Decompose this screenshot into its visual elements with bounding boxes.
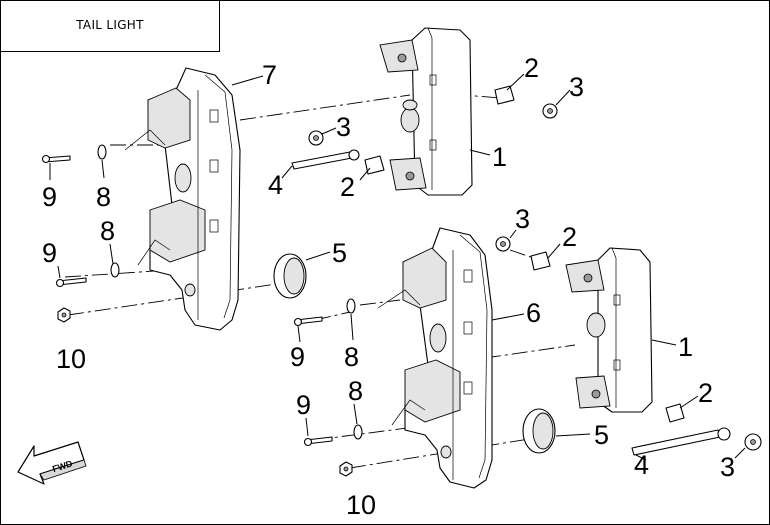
callout-3: 3 xyxy=(720,452,735,482)
callout-9: 9 xyxy=(290,342,305,372)
hardware xyxy=(41,85,762,477)
clip-2b xyxy=(364,155,385,175)
fwd-arrow-icon: FWD xyxy=(17,441,87,485)
callout-numbers: 7 2 3 3 1 4 2 9 8 9 8 10 5 3 2 6 1 9 8 8… xyxy=(42,53,735,520)
callout-1: 1 xyxy=(678,332,693,362)
callout-leaders xyxy=(49,73,746,461)
callout-10: 10 xyxy=(56,344,86,374)
callout-5: 5 xyxy=(332,238,347,268)
clip-2a xyxy=(494,85,515,105)
callout-4: 4 xyxy=(268,170,283,200)
callout-6: 6 xyxy=(526,298,541,328)
callout-3: 3 xyxy=(515,204,530,234)
callout-7: 7 xyxy=(262,60,277,90)
callout-8: 8 xyxy=(348,376,363,406)
callout-8: 8 xyxy=(96,182,111,212)
clip-2d xyxy=(665,403,685,423)
housing-lower xyxy=(377,227,493,489)
callout-8: 8 xyxy=(344,342,359,372)
diagram-title: TAIL LIGHT xyxy=(76,18,144,32)
callout-10: 10 xyxy=(346,490,376,520)
callout-4: 4 xyxy=(634,450,649,480)
callout-1: 1 xyxy=(492,142,507,172)
clip-2c xyxy=(530,251,551,271)
callout-5: 5 xyxy=(594,420,609,450)
lamp-upper xyxy=(379,27,473,196)
callout-9: 9 xyxy=(42,182,57,212)
callout-8: 8 xyxy=(100,216,115,246)
housing-upper xyxy=(124,67,241,331)
lamp-lower xyxy=(565,247,653,413)
callout-3: 3 xyxy=(336,112,351,142)
callout-2: 2 xyxy=(698,378,713,408)
callout-9: 9 xyxy=(296,390,311,420)
callout-9: 9 xyxy=(42,238,57,268)
callout-2: 2 xyxy=(562,222,577,252)
title-box: TAIL LIGHT xyxy=(1,1,220,52)
callout-3: 3 xyxy=(569,72,584,102)
callout-2: 2 xyxy=(524,53,539,83)
callout-2: 2 xyxy=(340,172,355,202)
